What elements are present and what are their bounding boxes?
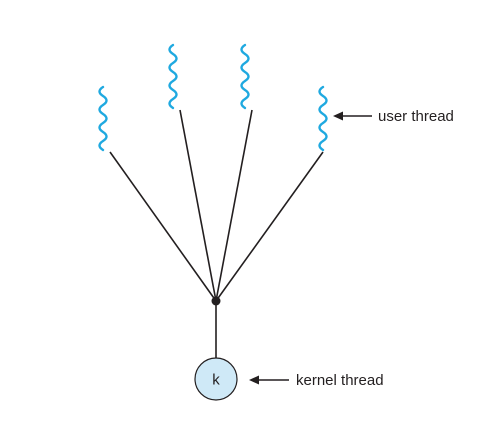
kernel-thread-circle [194,357,238,401]
user-thread-annotation: user thread [333,108,454,125]
junction-dot [211,296,221,306]
kernel-thread-label: kernel thread [296,372,384,389]
user-thread-4 [318,85,328,152]
user-thread-3 [240,43,250,110]
connector-lines [109,109,324,358]
user-thread-arrow-head [333,111,343,121]
kernel-thread-node: k [194,357,238,401]
connector-line-1 [109,151,217,302]
kernel-thread-annotation: kernel thread [249,372,384,389]
connector-line-2 [179,109,217,302]
user-thread-2 [168,43,178,110]
user-threads [98,43,328,152]
connector-line-4 [215,151,324,302]
kernel-thread-arrow-head [249,375,259,385]
kernel-thread-node-label: k [212,372,220,389]
connector-line-3 [215,109,253,302]
user-thread-1 [98,85,108,152]
user-thread-label: user thread [378,108,454,125]
